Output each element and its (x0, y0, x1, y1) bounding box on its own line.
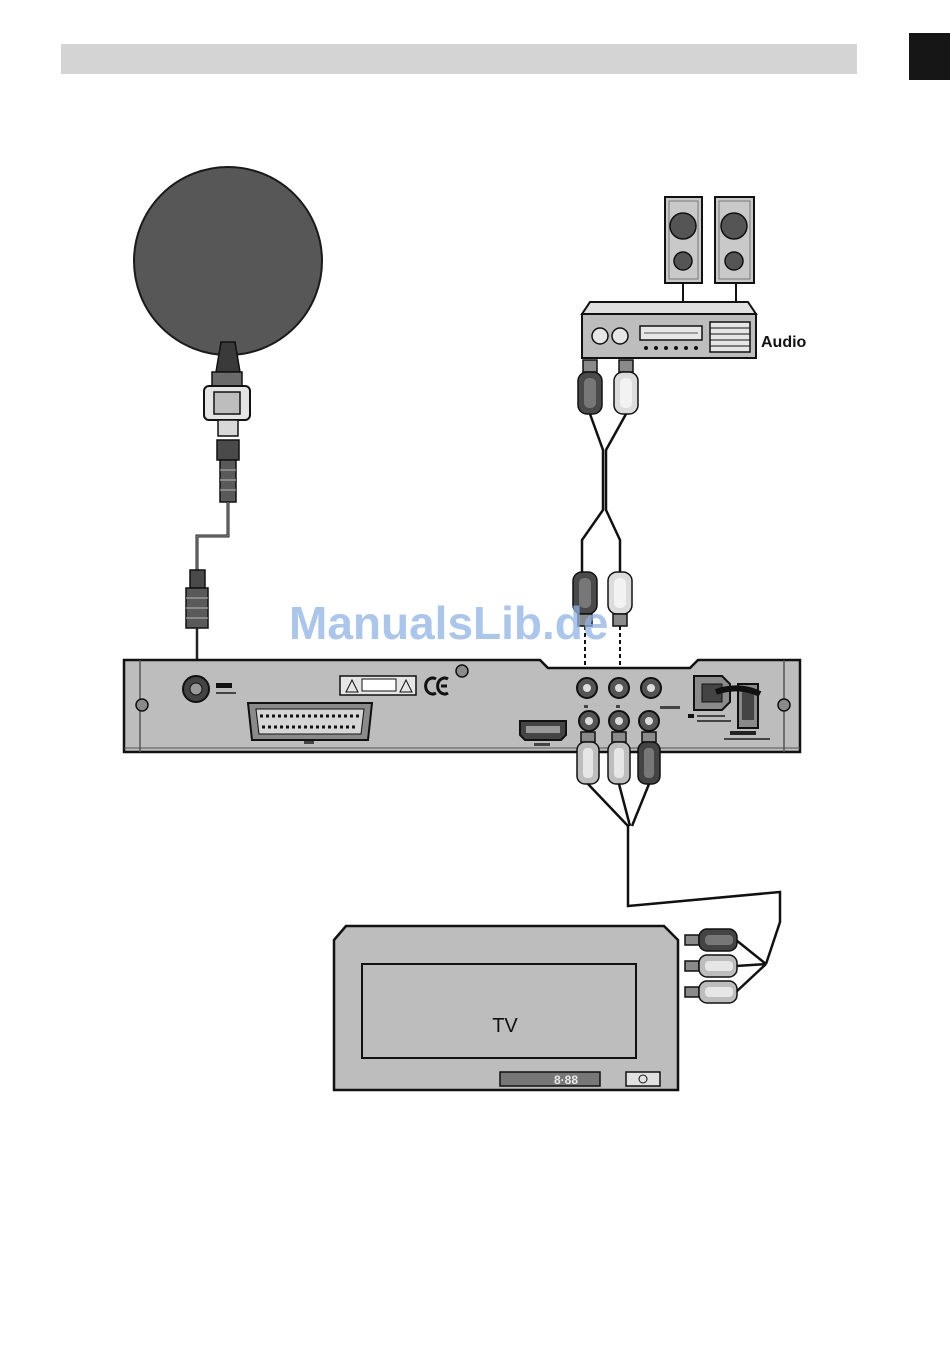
watermark: ManualsLib.de (289, 596, 669, 650)
tv-set (334, 926, 678, 1090)
speaker-left (665, 197, 702, 283)
tv-label: TV (492, 1015, 518, 1037)
video-rca-plugs-receiver (577, 732, 660, 784)
audio-amplifier (582, 302, 756, 358)
tv-display-digits: 8·88 (554, 1073, 578, 1087)
audio-rca-plug-top-right (614, 360, 638, 414)
satellite-dish (134, 167, 322, 372)
coax-cable (186, 502, 228, 676)
audio-rca-plug-top-left (578, 360, 602, 414)
receiver-rear-panel (124, 660, 800, 752)
audio-label: Audio (761, 334, 807, 351)
lnb-connector (204, 372, 250, 502)
video-rca-plugs-tv (685, 929, 737, 1003)
speaker-right (715, 197, 754, 283)
speaker-wires (683, 283, 736, 302)
audio-rca-cable (582, 414, 626, 572)
